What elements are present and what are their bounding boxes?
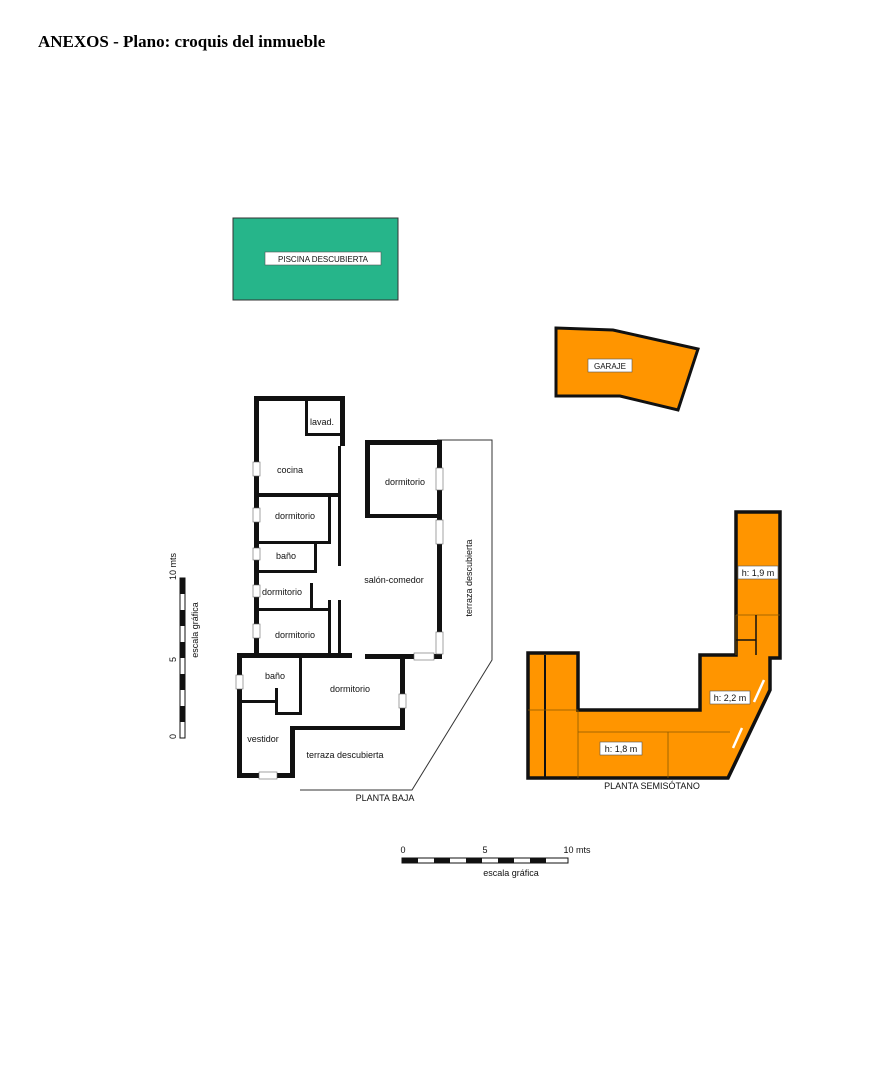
scale-bar-segment [180,578,185,594]
wall [400,654,405,726]
planta-semisotano-label: PLANTA SEMISÓTANO [604,781,700,791]
semisotano-area [526,510,782,780]
window [252,584,261,598]
wall [259,608,331,611]
height-label-box [737,565,779,580]
garage: GARAJE [554,326,700,412]
wall [314,541,317,573]
wall [275,688,278,715]
room-label-dormitorio: dormitorio [385,477,425,487]
page-title: ANEXOS - Plano: croquis del inmueble [38,32,326,51]
room-label-terraza: terraza descubierta [464,539,474,616]
wall [365,440,440,445]
wall [305,396,308,436]
wall [259,493,341,497]
pool-label: PISCINA DESCUBIERTA [278,255,369,264]
scale-bar-segment [498,858,514,863]
wall [338,446,341,566]
garage-label: GARAJE [594,362,626,371]
scale-bar-segment [180,706,185,722]
scale-bar-segment [530,858,546,863]
wall [254,396,259,654]
scale-bar-segment [180,610,185,626]
scale-tick-5: 5 [168,657,178,662]
pool: PISCINA DESCUBIERTA [232,217,399,301]
garage-label-box [587,358,633,373]
planta-baja-label: PLANTA BAJA [356,793,415,803]
wall [290,726,405,730]
height-label-box [599,741,643,756]
room-label-dormitorio: dormitorio [262,587,302,597]
window [252,461,261,477]
window [252,547,261,561]
wall [259,541,331,544]
wall [340,396,345,446]
height-label: h: 2,2 m [714,693,747,703]
planta-baja: lavad. cocina dormitorio baño dormitorio… [235,396,493,803]
pool-label-box [264,251,382,266]
wall [242,700,278,703]
room-label-vestidor: vestidor [247,734,279,744]
wall [237,653,242,778]
scale-bar-segment [402,858,418,863]
scale-tick-10: 10 mts [168,552,178,580]
wall [310,583,313,611]
wall [299,658,302,715]
wall [259,570,317,573]
window [435,467,444,491]
window [413,652,435,661]
room-label-dormitorio: dormitorio [330,684,370,694]
window [752,679,766,703]
scale-bar-horizontal: 0 5 10 mts escala gráfica [400,845,591,878]
window [435,519,444,545]
wall [370,514,440,518]
scale-tick-5: 5 [482,845,487,855]
window [235,674,244,690]
room-label-dormitorio: dormitorio [275,630,315,640]
window [398,693,407,709]
scale-tick-0: 0 [400,845,405,855]
wall [237,653,352,658]
height-label-box [709,690,751,705]
scale-label: escala gráfica [190,602,200,658]
room-label-bano: baño [276,551,296,561]
scale-bar-segment [180,674,185,690]
window [435,631,444,655]
terrace-outline [300,439,493,791]
wall [338,600,341,655]
room-label-cocina: cocina [277,465,303,475]
height-label: h: 1,9 m [742,568,775,578]
height-label: h: 1,8 m [605,744,638,754]
wall [328,493,331,543]
wall [437,440,442,658]
scale-bar-segment [180,642,185,658]
window [252,623,261,639]
scale-bar-vertical: 0 5 10 mts escala gráfica [168,552,200,739]
room-label-lavadero: lavad. [310,417,334,427]
planta-semisotano: h: 1,9 m h: 2,2 m h: 1,8 m PLANTA SEMISÓ… [526,510,782,791]
wall [290,730,295,778]
wall [305,433,340,436]
window [731,727,744,749]
scale-bar-segment [434,858,450,863]
window [252,507,261,523]
scale-tick-10: 10 mts [563,845,591,855]
scale-label: escala gráfica [483,868,539,878]
room-label-bano: baño [265,671,285,681]
scale-bar-segment [466,858,482,863]
scale-tick-0: 0 [168,734,178,739]
wall [254,396,344,401]
wall [278,712,302,715]
window [258,771,278,780]
room-label-salon: salón-comedor [364,575,424,585]
wall [328,600,331,655]
room-label-dormitorio: dormitorio [275,511,315,521]
wall [365,440,370,518]
room-label-terraza: terraza descubierta [306,750,383,760]
